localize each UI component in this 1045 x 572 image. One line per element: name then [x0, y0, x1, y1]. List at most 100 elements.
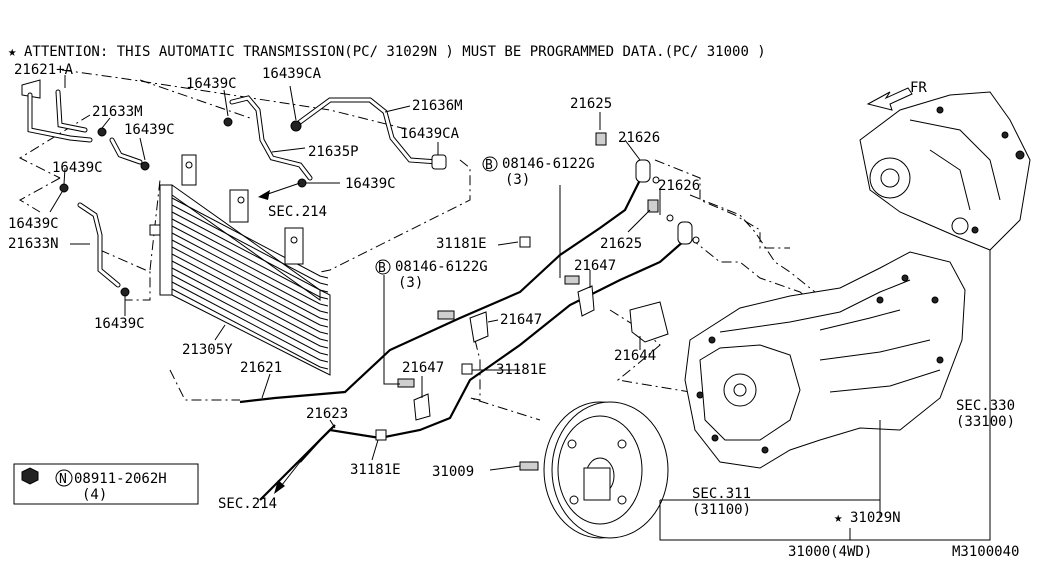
callout-21623: 21623	[306, 406, 348, 422]
cooler-fin	[171, 267, 329, 349]
callout-21625: 21625	[600, 236, 642, 252]
callout-21626: 21626	[618, 130, 660, 146]
callout-16439c: 16439C	[124, 122, 175, 138]
nut-qty: (4)	[82, 487, 107, 503]
bracket-21644-icon	[629, 301, 669, 343]
cooler-fin	[171, 246, 329, 328]
attention-text: ATTENTION: THIS AUTOMATIC TRANSMISSION(P…	[24, 44, 766, 60]
clip-31181e-icon	[461, 363, 473, 375]
callout-21644: 21644	[614, 348, 656, 364]
callout-21625: 21625	[570, 96, 612, 112]
clamp-16439ca-b-icon	[431, 154, 447, 170]
connector-21626-icon	[677, 221, 693, 245]
diagram-id: M3100040	[952, 544, 1019, 560]
cooler-fin	[171, 232, 329, 314]
callout-21633m: 21633M	[92, 104, 143, 120]
bolt-icon	[564, 275, 580, 285]
clamp-16439c-a-icon	[97, 127, 107, 137]
bolt-b-symbol-icon	[482, 156, 498, 172]
bracket-21647-icon	[413, 393, 431, 421]
washer-icon	[652, 176, 660, 184]
callout-21633n: 21633N	[8, 236, 59, 252]
cooler-fin	[171, 288, 329, 370]
clamp-16439c-icon	[59, 183, 69, 193]
sec214-arrows	[258, 182, 301, 494]
arrow-icon	[274, 480, 285, 494]
callout-16439c: 16439C	[186, 76, 237, 92]
cooler-left-tank	[159, 184, 173, 296]
clamp-16439c-icon	[223, 117, 233, 127]
front-direction-arrow: FR	[866, 80, 927, 111]
bracket-21647-icon	[469, 311, 489, 343]
callout-21647: 21647	[574, 258, 616, 274]
callout-31000: 31000(4WD)	[788, 544, 872, 560]
sec311-label: SEC.311	[692, 486, 751, 502]
callout-31181e: 31181E	[350, 462, 401, 478]
callout-21621: 21621	[240, 360, 282, 376]
pipe-21621	[239, 179, 641, 404]
bolt-21625-icon	[647, 199, 659, 213]
nut-code: 08911-2062H	[74, 471, 167, 487]
callout-31181e: 31181E	[436, 236, 487, 252]
cooler-bracket-top	[181, 154, 197, 186]
fr-label: FR	[910, 80, 927, 96]
arrow-icon	[258, 190, 270, 200]
washer-icon	[666, 214, 674, 222]
callout-16439ca: 16439CA	[400, 126, 460, 142]
callout-21647: 21647	[500, 312, 542, 328]
bolt-qty-1: (3)	[505, 172, 530, 188]
cooler-fin	[171, 253, 329, 335]
clamp-16439ca-icon	[290, 120, 302, 132]
callout-21305y: 21305Y	[182, 342, 233, 358]
washer-icon	[692, 236, 700, 244]
callout-21636m: 21636M	[412, 98, 463, 114]
hose-bracket	[21, 79, 41, 99]
nut-n-symbol-icon	[55, 469, 73, 487]
transfer-case	[859, 91, 1031, 251]
arrow-left-icon	[866, 87, 913, 111]
star-icon: ★	[834, 510, 843, 526]
clip-31181e-icon	[375, 429, 387, 441]
bolt-b-symbol: B	[485, 158, 493, 173]
callout-21635p: 21635P	[308, 144, 359, 160]
bolt-icon	[397, 378, 415, 388]
sec214-label: SEC.214	[268, 204, 327, 220]
callout-16439ca: 16439CA	[262, 66, 322, 82]
cooler-fin	[171, 281, 329, 363]
callout-21621a: 21621+A	[14, 62, 74, 78]
sec214-label: SEC.214	[218, 496, 277, 512]
star-icon: ★	[8, 44, 17, 60]
callout-21626: 21626	[658, 178, 700, 194]
bracket-hole	[290, 236, 298, 244]
clamp-16439c-icon	[140, 161, 150, 171]
cooler-bracket-low	[284, 227, 304, 265]
bolt-qty-2: (3)	[398, 275, 423, 291]
cooler-bracket-mid	[229, 189, 249, 223]
clip-31181e-icon	[519, 236, 531, 248]
callout-16439c: 16439C	[94, 316, 145, 332]
automatic-transmission	[684, 251, 966, 469]
oil-cooler	[149, 154, 331, 376]
nut-legend: N 08911-2062H (4)	[13, 463, 199, 505]
callout-31181e: 31181E	[496, 362, 547, 378]
sec330-sub: (33100)	[956, 414, 1015, 430]
callout-31009: 31009	[432, 464, 474, 480]
cooler-fin	[171, 274, 329, 356]
clamp-16439c-e-icon	[120, 287, 130, 297]
torque-converter	[543, 401, 669, 539]
bolt-code-1: 08146-6122G	[502, 156, 595, 172]
cooler-fin	[171, 197, 329, 279]
bracket-hole	[185, 161, 193, 169]
callout-31029n: 31029N	[850, 510, 901, 526]
leader-lines	[49, 75, 991, 541]
attention-note: ★ ATTENTION: THIS AUTOMATIC TRANSMISSION…	[8, 44, 766, 60]
callout-16439c: 16439C	[52, 160, 103, 176]
bracket-hole	[237, 196, 245, 204]
nut-icon	[21, 467, 39, 485]
sec330-label: SEC.330	[956, 398, 1015, 414]
cooler-fin	[171, 204, 329, 286]
cooler-fin	[171, 239, 329, 321]
clamps	[59, 117, 700, 471]
connector-21626-icon	[635, 159, 651, 183]
